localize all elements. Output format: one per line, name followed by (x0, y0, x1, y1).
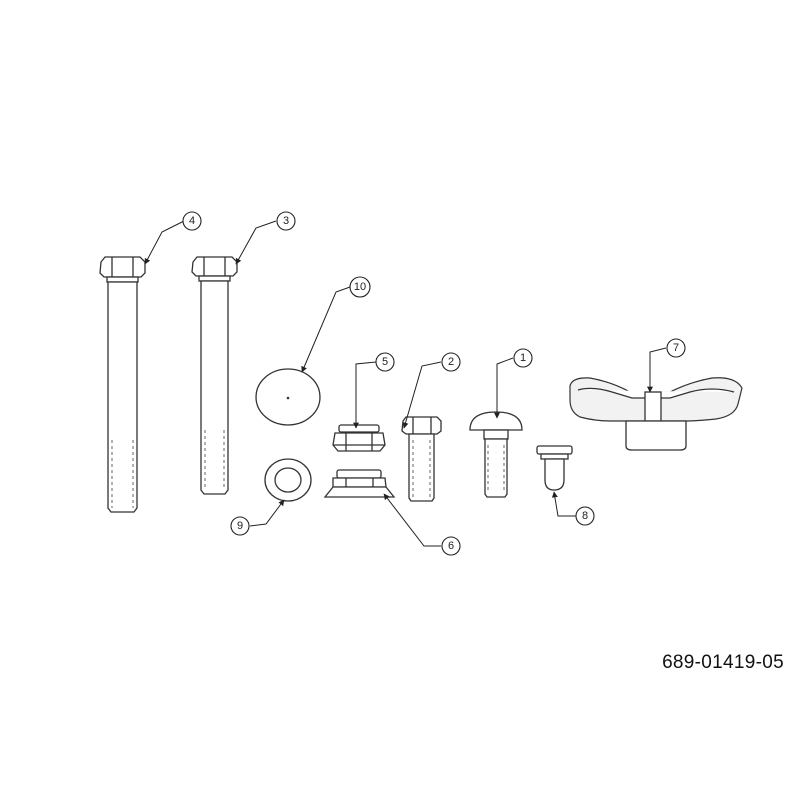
callout-9-label: 9 (237, 520, 243, 532)
part-2-hex-cap-screw[interactable] (401, 416, 442, 502)
leader-3 (235, 220, 277, 265)
leader-2 (402, 361, 442, 429)
leader-8 (551, 491, 576, 517)
callout-4-label: 4 (189, 215, 195, 227)
callout-4[interactable]: 4 (182, 211, 202, 231)
callout-3-label: 3 (283, 215, 289, 227)
part-8-push-pin[interactable] (536, 445, 573, 491)
callout-3[interactable]: 3 (276, 211, 296, 231)
callout-10[interactable]: 10 (349, 276, 371, 298)
part-5-flange-nut[interactable] (332, 424, 386, 452)
part-6-flange-lock-nut[interactable] (323, 469, 396, 498)
part-4-long-hex-bolt[interactable] (99, 256, 146, 513)
callout-6-label: 6 (448, 540, 454, 552)
document-number: 689-01419-05 (662, 652, 784, 673)
leader-5 (353, 361, 377, 429)
part-3-hex-bolt[interactable] (191, 256, 238, 495)
part-1-carriage-bolt[interactable] (469, 411, 523, 498)
leader-6 (383, 493, 441, 547)
callout-5-label: 5 (382, 356, 388, 368)
leader-9 (249, 499, 285, 527)
callout-7[interactable]: 7 (666, 338, 686, 358)
callout-2-label: 2 (448, 356, 454, 368)
part-9-small-washer[interactable] (264, 458, 312, 502)
leader-7 (647, 347, 667, 393)
leader-1 (494, 357, 514, 419)
callout-2[interactable]: 2 (441, 352, 461, 372)
leader-4 (144, 220, 185, 265)
part-10-flat-washer[interactable] (255, 368, 321, 426)
leader-10 (301, 286, 351, 373)
callout-5[interactable]: 5 (375, 352, 395, 372)
callout-1-label: 1 (520, 352, 526, 364)
callout-8-label: 8 (582, 510, 588, 522)
callout-9[interactable]: 9 (230, 516, 250, 536)
callout-8[interactable]: 8 (575, 506, 595, 526)
part-7-wing-knob[interactable] (569, 377, 743, 451)
callout-1[interactable]: 1 (513, 348, 533, 368)
callout-7-label: 7 (673, 342, 679, 354)
callout-10-label: 10 (354, 281, 366, 293)
callout-6[interactable]: 6 (441, 536, 461, 556)
